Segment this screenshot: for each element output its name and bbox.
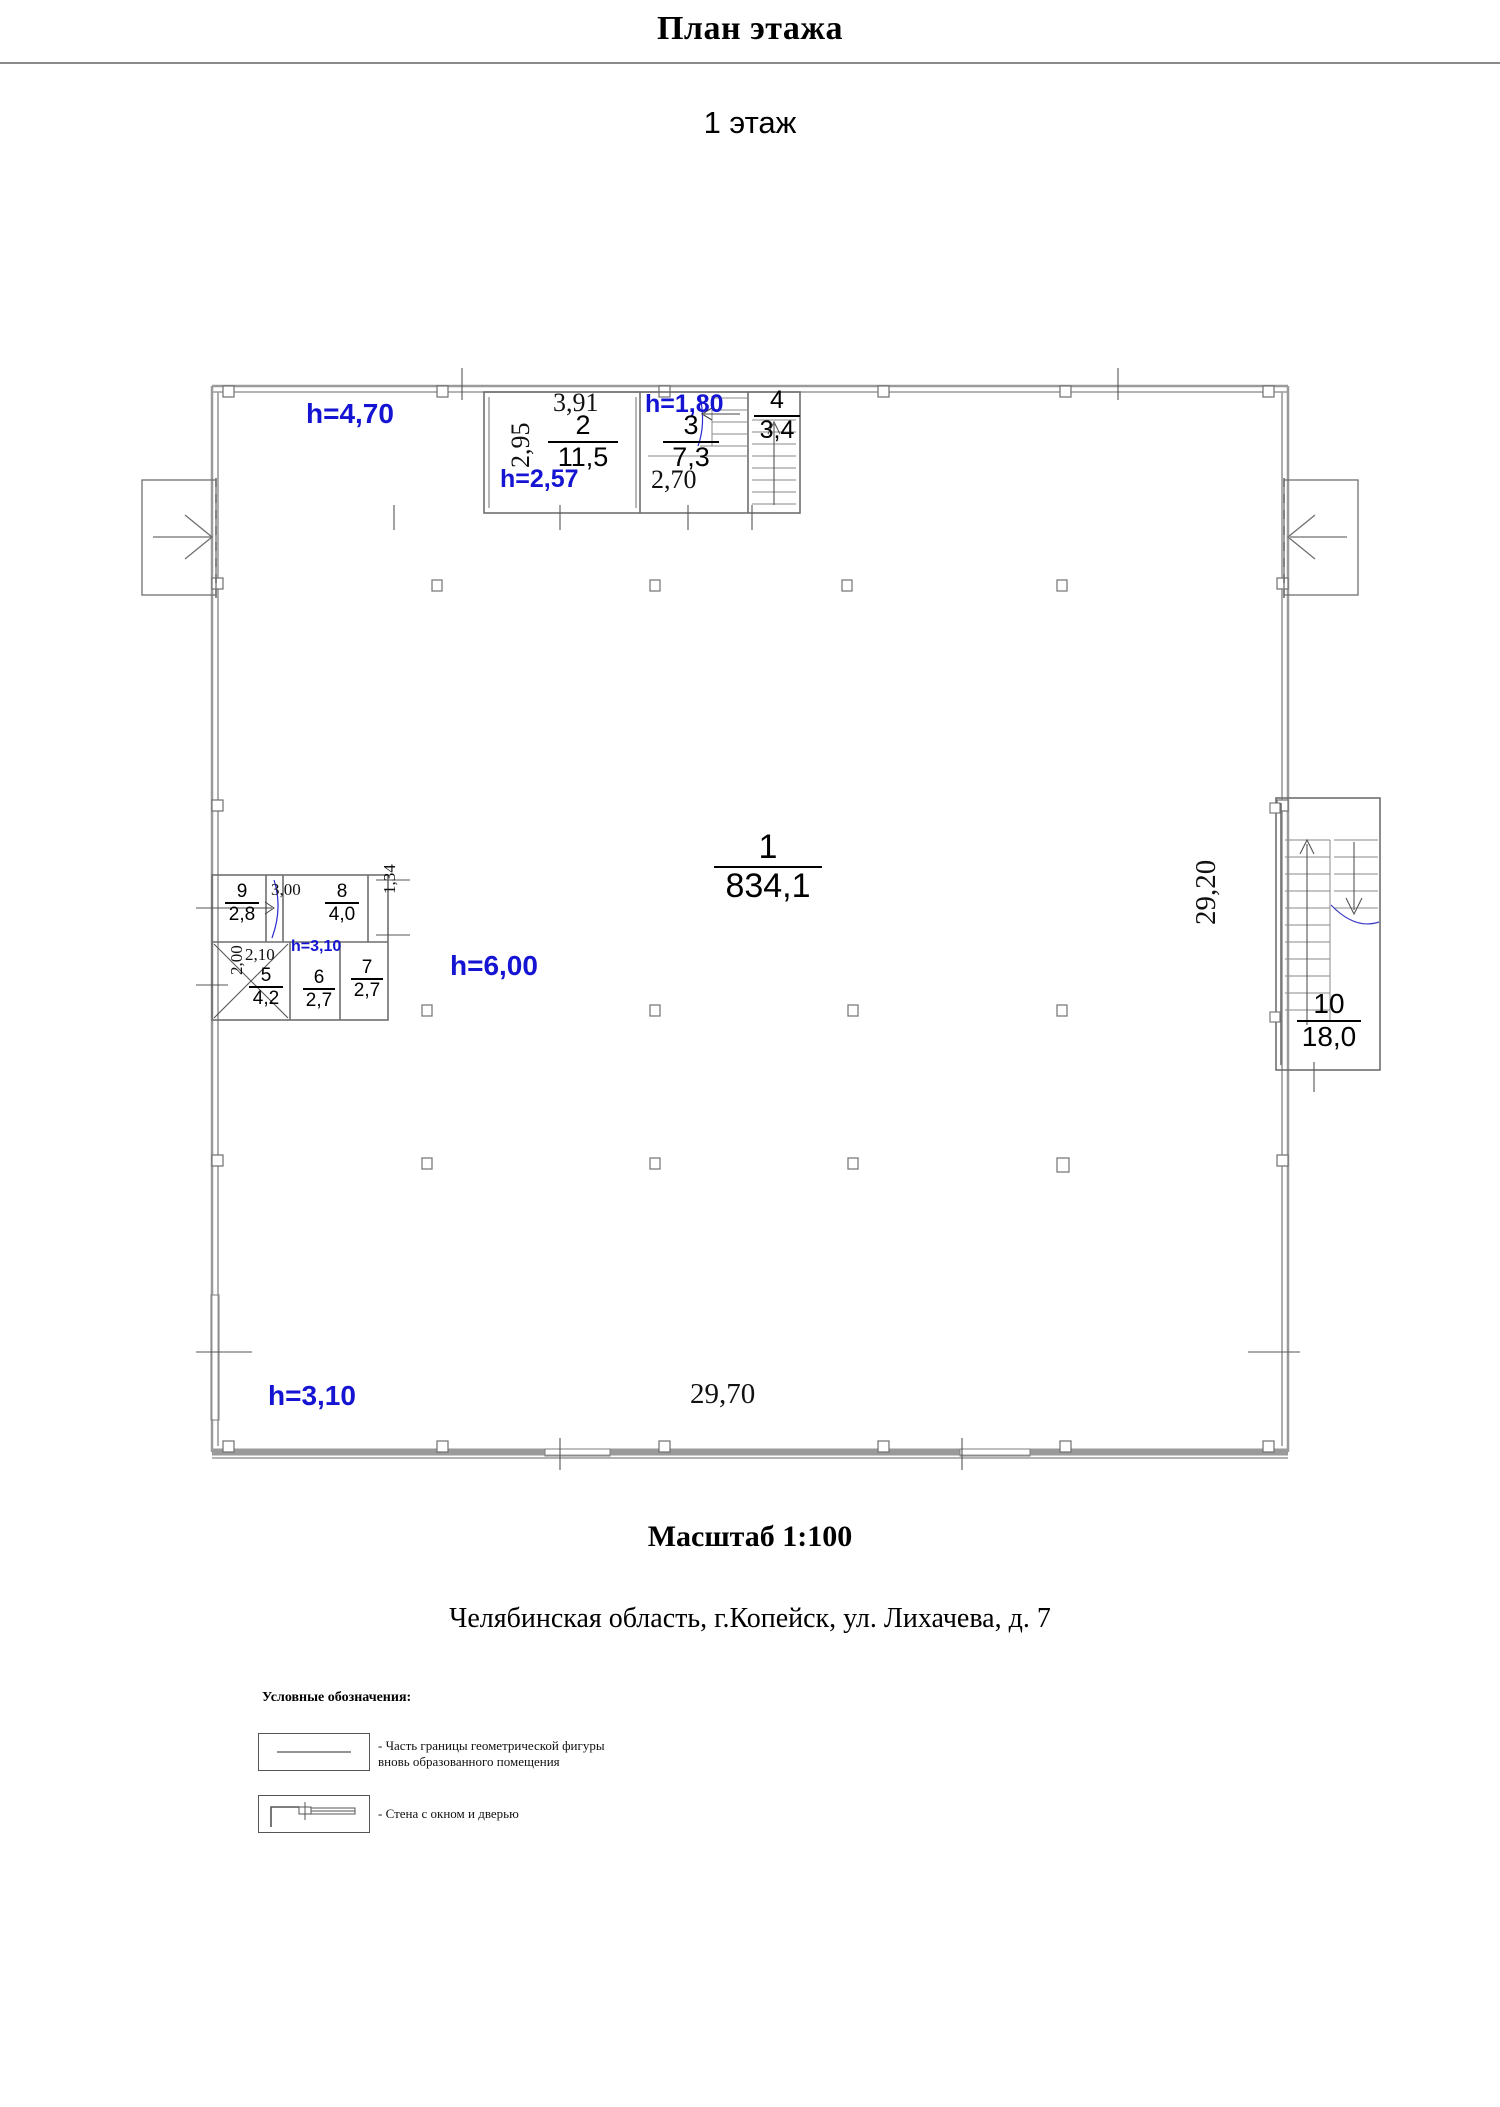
legend-text-boundary-line2: вновь образованного помещения bbox=[378, 1754, 560, 1770]
dim-room3-width: 2,70 bbox=[651, 465, 697, 494]
room-1-number: 1 bbox=[758, 828, 778, 866]
room-label-9: 9 2,8 bbox=[220, 882, 264, 925]
legend-text-wall-window-door: - Стена с окном и дверью bbox=[378, 1806, 698, 1822]
room-4-number: 4 bbox=[770, 386, 784, 414]
room-6-number: 6 bbox=[313, 967, 325, 988]
room-5-area: 4,2 bbox=[252, 988, 280, 1010]
legend-symbol-wall-window-door bbox=[258, 1795, 370, 1833]
room-5-number: 5 bbox=[260, 965, 272, 986]
legend-text-boundary: - Часть границы геометрической фигуры вн… bbox=[378, 1738, 698, 1771]
legend-text-boundary-line1: - Часть границы геометрической фигуры bbox=[378, 1738, 605, 1753]
scale-label: Масштаб 1:100 bbox=[647, 1520, 853, 1553]
height-label-room-2: h=2,57 bbox=[500, 465, 579, 493]
room-3-divider bbox=[663, 440, 719, 443]
room-label-7: 7 2,7 bbox=[346, 958, 388, 1001]
room-5-crossout bbox=[213, 943, 289, 1019]
room-3-stair-landing bbox=[648, 396, 748, 457]
room-8-area: 4,0 bbox=[328, 904, 356, 926]
page-title: План этажа bbox=[656, 10, 844, 47]
height-label-main-mid: h=6,00 bbox=[450, 950, 538, 981]
room-2-number: 2 bbox=[575, 410, 591, 440]
room-10-landing-curve bbox=[1330, 904, 1380, 925]
dimension-ticks bbox=[196, 368, 1315, 1470]
room-10-divider bbox=[1297, 1019, 1361, 1022]
room-2-area: 11,5 bbox=[557, 441, 609, 472]
wall-with-window-and-door-icon bbox=[270, 1802, 356, 1827]
room-4-area: 3,4 bbox=[759, 415, 795, 444]
room-10-pilasters bbox=[1269, 802, 1281, 1023]
room-10-up-arrow bbox=[1299, 838, 1315, 1025]
room-3-number: 3 bbox=[683, 410, 699, 440]
height-label-room-3: h=1,80 bbox=[645, 390, 724, 418]
room-label-2: 2 11,5 bbox=[540, 410, 626, 472]
room-2-divider bbox=[548, 440, 618, 443]
room-6-divider bbox=[303, 988, 335, 991]
dim-room5-width: 2,10 bbox=[245, 945, 275, 964]
room-9-area: 2,8 bbox=[228, 904, 256, 926]
left-wall-window-outline bbox=[210, 1294, 220, 1421]
overall-width-dimension: 29,70 bbox=[690, 1378, 756, 1410]
floor-label: 1 этаж bbox=[703, 105, 797, 140]
boundary-line-icon bbox=[277, 1751, 351, 1753]
room-5-divider bbox=[249, 986, 283, 989]
room-label-6: 6 2,7 bbox=[298, 968, 340, 1011]
room-8-divider bbox=[325, 902, 359, 905]
upper-room-block bbox=[483, 391, 801, 514]
room-9-door-swing bbox=[271, 879, 279, 939]
entrance-marker-right bbox=[1283, 479, 1359, 596]
outer-walls bbox=[210, 384, 1290, 1459]
legend-text-wall-line1: - Стена с окном и дверью bbox=[378, 1806, 519, 1821]
room-9-divider bbox=[225, 902, 259, 905]
wall-pilasters bbox=[211, 385, 1289, 1453]
bottom-wall-window-outlines bbox=[544, 1448, 1031, 1457]
room-1-area: 834,1 bbox=[725, 866, 811, 905]
room-label-10: 10 18,0 bbox=[1290, 988, 1368, 1052]
dim-room8-width: 3,00 bbox=[271, 880, 301, 899]
overall-height-dimension: 29,20 bbox=[1190, 859, 1222, 925]
room-label-1: 1 834,1 bbox=[703, 830, 833, 903]
room-label-4: 4 3,4 bbox=[748, 386, 806, 444]
height-label-main-lower: h=3,10 bbox=[268, 1380, 356, 1411]
address-label: Челябинская область, г.Копейск, ул. Лиха… bbox=[449, 1603, 1051, 1634]
room-7-divider bbox=[351, 978, 383, 981]
column-grid bbox=[421, 579, 1070, 1173]
lower-left-room-block bbox=[211, 874, 389, 1021]
room-7-number: 7 bbox=[361, 957, 373, 978]
height-label-room-6: h=3,10 bbox=[291, 938, 342, 955]
room-8-number: 8 bbox=[336, 881, 348, 902]
legend-heading: Условные обозначения: bbox=[262, 1690, 412, 1705]
room-1-divider bbox=[714, 865, 822, 868]
title-divider bbox=[0, 62, 1500, 64]
room-label-8: 8 4,0 bbox=[320, 882, 364, 925]
dim-room2-width: 3,91 bbox=[553, 388, 599, 417]
room-6-area: 2,7 bbox=[305, 990, 333, 1012]
height-label-main-upper: h=4,70 bbox=[306, 398, 394, 429]
room-4-divider bbox=[754, 414, 800, 417]
dim-room8-height: 1,34 bbox=[380, 864, 399, 894]
room-label-3: 3 7,3 bbox=[655, 410, 727, 472]
room-4-stair-direction-arrow bbox=[767, 420, 781, 505]
room-3-area: 7,3 bbox=[672, 441, 710, 472]
room-10-outline bbox=[1275, 797, 1381, 1071]
room-7-area: 2,7 bbox=[353, 980, 381, 1002]
room-label-5: 5 4,2 bbox=[244, 966, 288, 1009]
room-10-number: 10 bbox=[1313, 988, 1345, 1019]
room-10-stair-treads-right bbox=[1334, 839, 1378, 909]
entrance-marker-left bbox=[141, 479, 217, 596]
dim-room2-height: 2,95 bbox=[506, 422, 535, 469]
room-10-down-arrow bbox=[1345, 842, 1363, 916]
room-9-number: 9 bbox=[236, 881, 248, 902]
legend-symbol-boundary-line bbox=[258, 1733, 370, 1771]
room-3-door-arrow bbox=[700, 407, 740, 421]
room-10-area: 18,0 bbox=[1301, 1020, 1357, 1052]
